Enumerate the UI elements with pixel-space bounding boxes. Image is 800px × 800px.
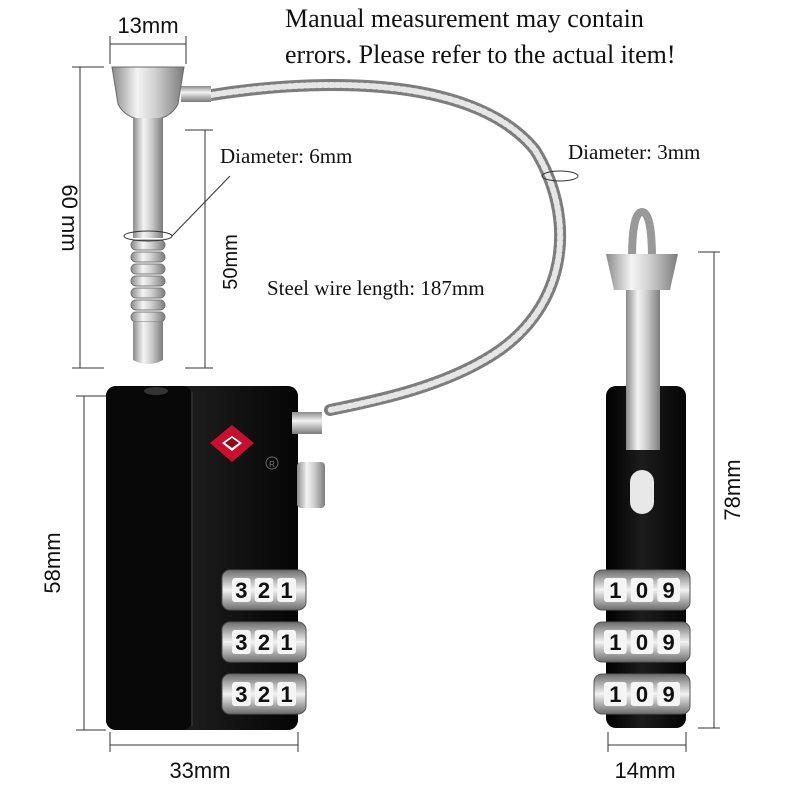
body-width-dimension <box>109 732 299 752</box>
side-dial-window <box>630 578 654 602</box>
body-height-label: 58mm <box>40 532 65 593</box>
side-dial-digit: 9 <box>663 578 675 603</box>
front-dial-digit: 2 <box>258 682 270 707</box>
front-dial-window <box>254 630 274 654</box>
tsa-logo: R <box>210 425 279 470</box>
side-dial-window <box>630 630 654 654</box>
pin-length-label: 60 mm <box>57 184 82 251</box>
side-dial-digit: 0 <box>636 578 648 603</box>
pin-head-width-label: 13mm <box>117 13 178 38</box>
front-dial-digit: 1 <box>281 578 293 603</box>
pin-diameter-label: Diameter: 6mm <box>220 144 352 168</box>
front-dial-window <box>277 578 296 602</box>
side-dial-window <box>657 630 680 654</box>
side-dial-digit: 9 <box>663 682 675 707</box>
front-dial-window <box>254 682 274 706</box>
front-dial-window <box>232 630 251 654</box>
front-dial-window <box>277 682 296 706</box>
registered-mark: R <box>269 460 275 469</box>
side-dial-window <box>657 682 680 706</box>
pin-head-width-dimension <box>109 36 187 64</box>
side-dial-window <box>604 630 627 654</box>
side-dial-digit: 1 <box>609 578 621 603</box>
notice-line-1: Manual measurement may contain <box>285 4 644 33</box>
side-height-label: 78mm <box>720 459 745 520</box>
side-dial-window <box>657 578 680 602</box>
body-height-dimension <box>76 395 106 731</box>
front-dial-window <box>232 682 251 706</box>
wire-diameter-label: Diameter: 3mm <box>568 140 700 164</box>
side-dial-digit: 1 <box>609 682 621 707</box>
side-dial-digit: 0 <box>636 682 648 707</box>
notice-line-2: errors. Please refer to the actual item! <box>285 40 676 69</box>
body-width-label: 33mm <box>169 758 230 783</box>
side-dial-digit: 0 <box>636 630 648 655</box>
front-dial-window <box>232 578 251 602</box>
front-dial-window <box>277 630 296 654</box>
front-dial-digit: 3 <box>235 578 247 603</box>
front-dial-digit: 3 <box>235 630 247 655</box>
steel-cable <box>199 79 579 416</box>
side-height-dimension <box>698 251 720 729</box>
lock-pin <box>111 66 211 364</box>
front-dial-digit: 2 <box>258 630 270 655</box>
side-dial-window <box>630 682 654 706</box>
side-width-label: 14mm <box>614 758 675 783</box>
front-dial-digit: 3 <box>235 682 247 707</box>
side-width-dimension <box>607 732 687 752</box>
wire-length-label: Steel wire length: 187mm <box>267 276 485 300</box>
front-dial-digit: 2 <box>258 578 270 603</box>
front-dial-digit: 1 <box>281 630 293 655</box>
side-dial-digit: 1 <box>609 630 621 655</box>
front-dial-digit: 1 <box>281 682 293 707</box>
pin-length-dimension <box>72 66 104 369</box>
pin-shaft-dimension <box>185 129 213 369</box>
pin-diameter-leader <box>171 175 231 237</box>
side-dial-window <box>604 578 627 602</box>
front-dial-window <box>254 578 274 602</box>
release-button <box>297 462 325 508</box>
cable-ferrule <box>292 412 322 434</box>
side-dial-digit: 9 <box>663 630 675 655</box>
side-dial-window <box>604 682 627 706</box>
pin-shaft-label: 50mm <box>220 234 242 290</box>
